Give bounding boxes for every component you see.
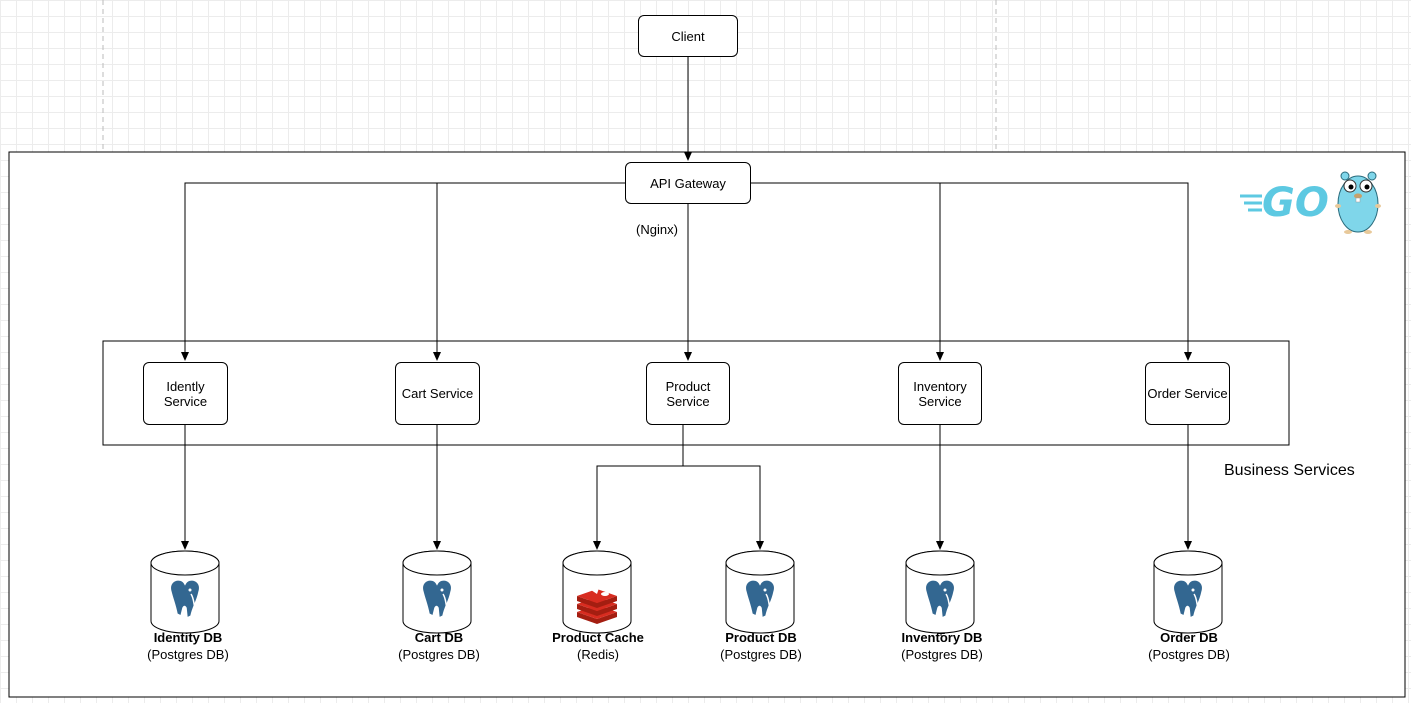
edge-gateway-order <box>751 182 1192 361</box>
db-type: (Postgres DB) <box>398 647 480 662</box>
postgres-elephant-icon <box>744 579 776 620</box>
go-gopher-logo: GO <box>1240 171 1381 234</box>
db-type: (Postgres DB) <box>901 647 983 662</box>
db-name: Product DB <box>725 630 797 645</box>
db-caption-cart: Cart DB (Postgres DB) <box>359 629 519 663</box>
edge-gateway-cart <box>433 182 625 361</box>
order-service-node[interactable]: Order Service <box>1145 362 1230 425</box>
product-service-node[interactable]: Product Service <box>646 362 730 425</box>
db-caption-identity: Identity DB (Postgres DB) <box>108 629 268 663</box>
db-caption-product-cache: Product Cache (Redis) <box>518 629 678 663</box>
cart-db-cylinder[interactable] <box>402 550 472 634</box>
db-caption-order: Order DB (Postgres DB) <box>1109 629 1269 663</box>
cart-service-node[interactable]: Cart Service <box>395 362 480 425</box>
db-name: Identity DB <box>153 630 223 645</box>
db-name: Product Cache <box>552 630 644 645</box>
db-caption-inventory: Inventory DB (Postgres DB) <box>862 629 1022 663</box>
api-gateway-node[interactable]: API Gateway <box>625 162 751 204</box>
product-cache-cylinder[interactable] <box>562 550 632 634</box>
identity-db-cylinder[interactable] <box>150 550 220 634</box>
db-name: Inventory DB <box>901 630 983 645</box>
db-type: (Redis) <box>577 647 619 662</box>
inventory-db-cylinder[interactable] <box>905 550 975 634</box>
order-db-cylinder[interactable] <box>1153 550 1223 634</box>
postgres-elephant-icon <box>1172 579 1204 620</box>
db-type: (Postgres DB) <box>147 647 229 662</box>
postgres-elephant-icon <box>169 579 201 620</box>
postgres-elephant-icon <box>924 579 956 620</box>
product-db-cylinder[interactable] <box>725 550 795 634</box>
go-logo-text: GO <box>1262 180 1329 226</box>
db-caption-product: Product DB (Postgres DB) <box>681 629 841 663</box>
gateway-subtitle: (Nginx) <box>636 222 678 237</box>
db-name: Order DB <box>1160 630 1218 645</box>
postgres-elephant-icon <box>421 579 453 620</box>
db-type: (Postgres DB) <box>720 647 802 662</box>
inventory-service-node[interactable]: Inventory Service <box>898 362 982 425</box>
db-name: Cart DB <box>414 630 464 645</box>
redis-icon <box>577 588 617 624</box>
db-type: (Postgres DB) <box>1148 647 1230 662</box>
edge-product-db <box>683 465 764 550</box>
client-node[interactable]: Client <box>638 15 738 57</box>
identity-service-node[interactable]: Idently Service <box>143 362 228 425</box>
edge-product-cache <box>593 425 684 550</box>
business-services-label: Business Services <box>1224 462 1355 479</box>
